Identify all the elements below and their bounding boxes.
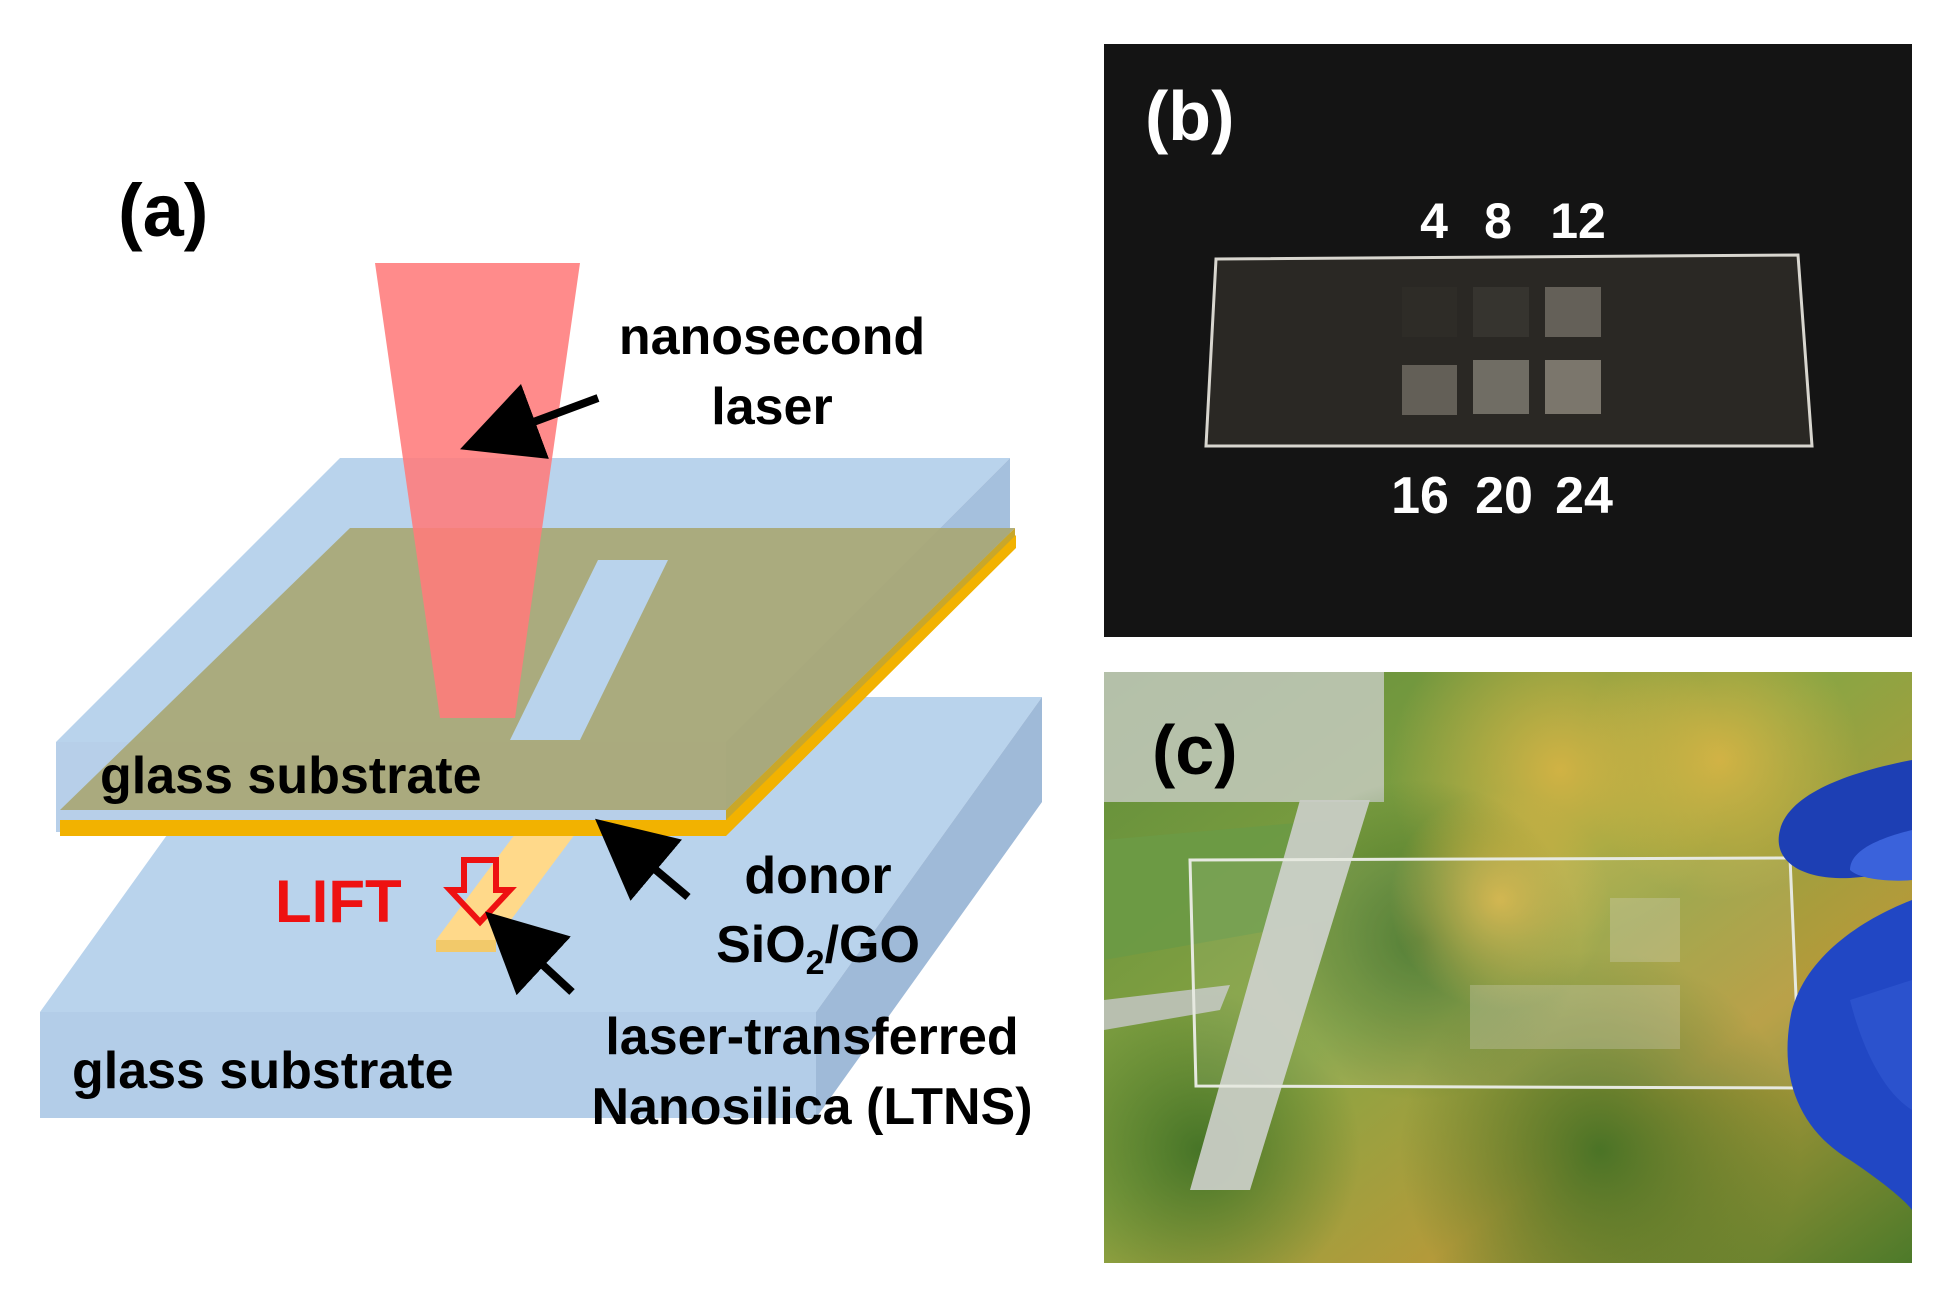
laser-pointer-arrow <box>460 383 600 459</box>
ablated-slot <box>510 560 668 740</box>
patch-8 <box>1473 287 1529 337</box>
patch-4 <box>1402 287 1457 337</box>
panel-b-label: (b) <box>1145 77 1234 155</box>
number-4: 4 <box>1420 193 1448 249</box>
ltns-label-line2: Nanosilica (LTNS) <box>591 1078 1032 1136</box>
lift-label: LIFT <box>275 868 402 935</box>
donor-pointer-arrow <box>595 818 691 901</box>
panel-a-label: (a) <box>118 169 208 252</box>
patch-20 <box>1473 360 1529 414</box>
laser-label-line1: nanosecond <box>619 308 925 366</box>
ltns-pointer-arrow <box>485 911 575 996</box>
panel-c: (c) <box>1104 672 1912 1263</box>
gloved-fingers <box>1778 760 1912 1210</box>
ltns-label-line1: laser-transferred <box>605 1008 1018 1066</box>
number-8: 8 <box>1484 193 1512 249</box>
donor-formula-tail: /GO <box>825 916 920 974</box>
top-substrate-label: glass substrate <box>100 747 482 805</box>
patch-12 <box>1545 287 1601 337</box>
glass-slide-held <box>1188 856 1802 1090</box>
number-12: 12 <box>1550 193 1606 249</box>
number-16: 16 <box>1391 467 1449 525</box>
patch-24 <box>1545 360 1601 414</box>
laser-label-line2: laser <box>711 378 832 436</box>
ltns-strip-edge <box>436 940 496 952</box>
donor-label-line1: donor <box>744 847 891 905</box>
donor-formula: SiO2/GO <box>716 916 920 982</box>
lift-arrow-icon <box>443 857 517 927</box>
panel-c-label: (c) <box>1152 711 1238 789</box>
panel-c-photo <box>1104 672 1912 1263</box>
bottom-substrate-label: glass substrate <box>72 1042 454 1100</box>
panel-b: (b) 4 8 12 16 20 24 <box>1104 44 1912 637</box>
donor-formula-main: SiO <box>716 916 806 974</box>
panel-a: (a) <box>40 169 1042 1136</box>
donor-formula-subscript: 2 <box>806 944 825 982</box>
number-24: 24 <box>1555 467 1613 525</box>
glass-slide <box>1204 253 1814 448</box>
laser-beam <box>375 263 580 718</box>
number-20: 20 <box>1475 467 1533 525</box>
patch-16 <box>1402 365 1457 415</box>
